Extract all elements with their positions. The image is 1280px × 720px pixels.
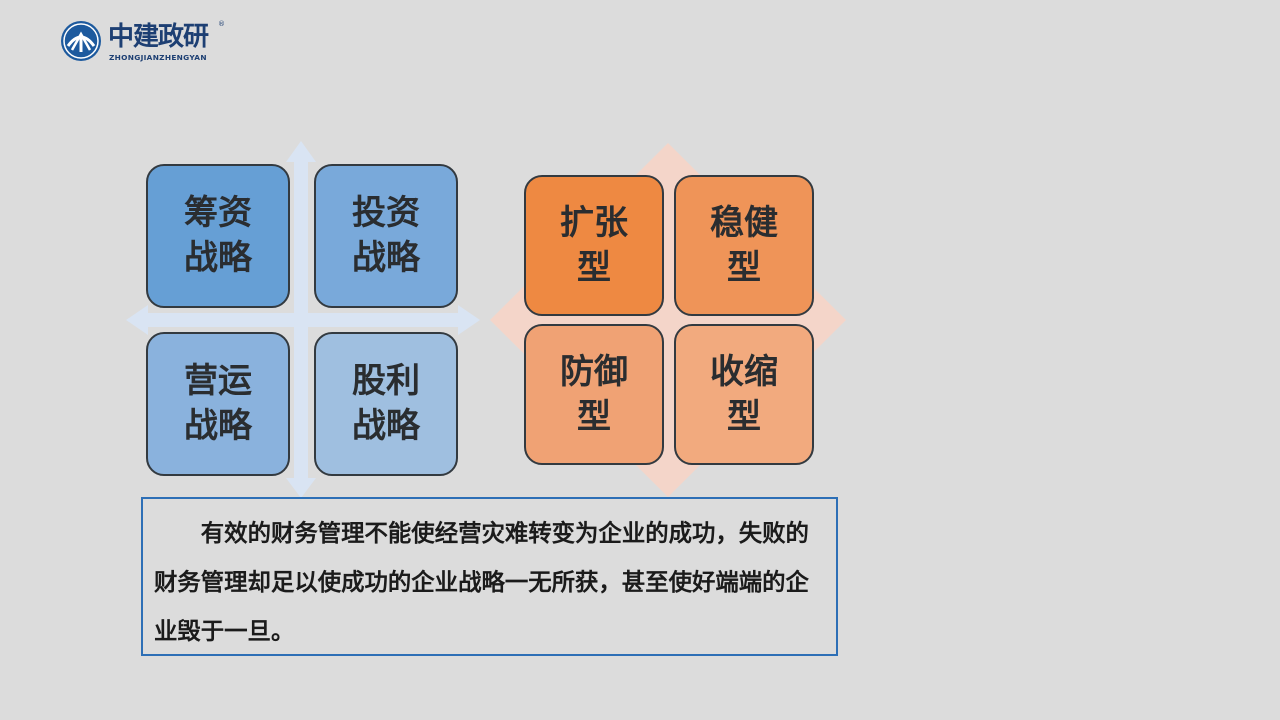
tile-steady-type: 稳健 型	[674, 175, 814, 316]
tile-expansion-type: 扩张 型	[524, 175, 664, 316]
logo-pinyin: ZHONGJIANZHENGYAN	[109, 53, 207, 62]
tile-label: 防御 型	[560, 351, 628, 437]
registered-mark: ®	[218, 20, 225, 28]
tile-label: 投资 战略	[352, 193, 420, 278]
tile-label: 股利 战略	[352, 361, 420, 446]
tile-label: 收缩 型	[710, 351, 778, 437]
tile-defensive-type: 防御 型	[524, 324, 664, 465]
tile-contraction-type: 收缩 型	[674, 324, 814, 465]
company-logo: 中建政研 ® ZHONGJIANZHENGYAN	[60, 20, 240, 64]
tile-operations-strategy: 营运 战略	[146, 332, 290, 476]
tile-label: 筹资 战略	[184, 193, 252, 278]
logo-name: 中建政研	[108, 22, 209, 52]
tile-financing-strategy: 筹资 战略	[146, 164, 290, 308]
tile-label: 稳健 型	[710, 202, 778, 288]
logo-emblem-icon	[61, 21, 101, 61]
tile-label: 扩张 型	[560, 202, 628, 288]
tile-investment-strategy: 投资 战略	[314, 164, 458, 308]
quote-box: 有效的财务管理不能使经营灾难转变为企业的成功，失败的财务管理却足以使成功的企业战…	[141, 497, 838, 656]
tile-dividend-strategy: 股利 战略	[314, 332, 458, 476]
blue-cross-arrows	[126, 141, 480, 498]
tile-label: 营运 战略	[184, 361, 252, 446]
